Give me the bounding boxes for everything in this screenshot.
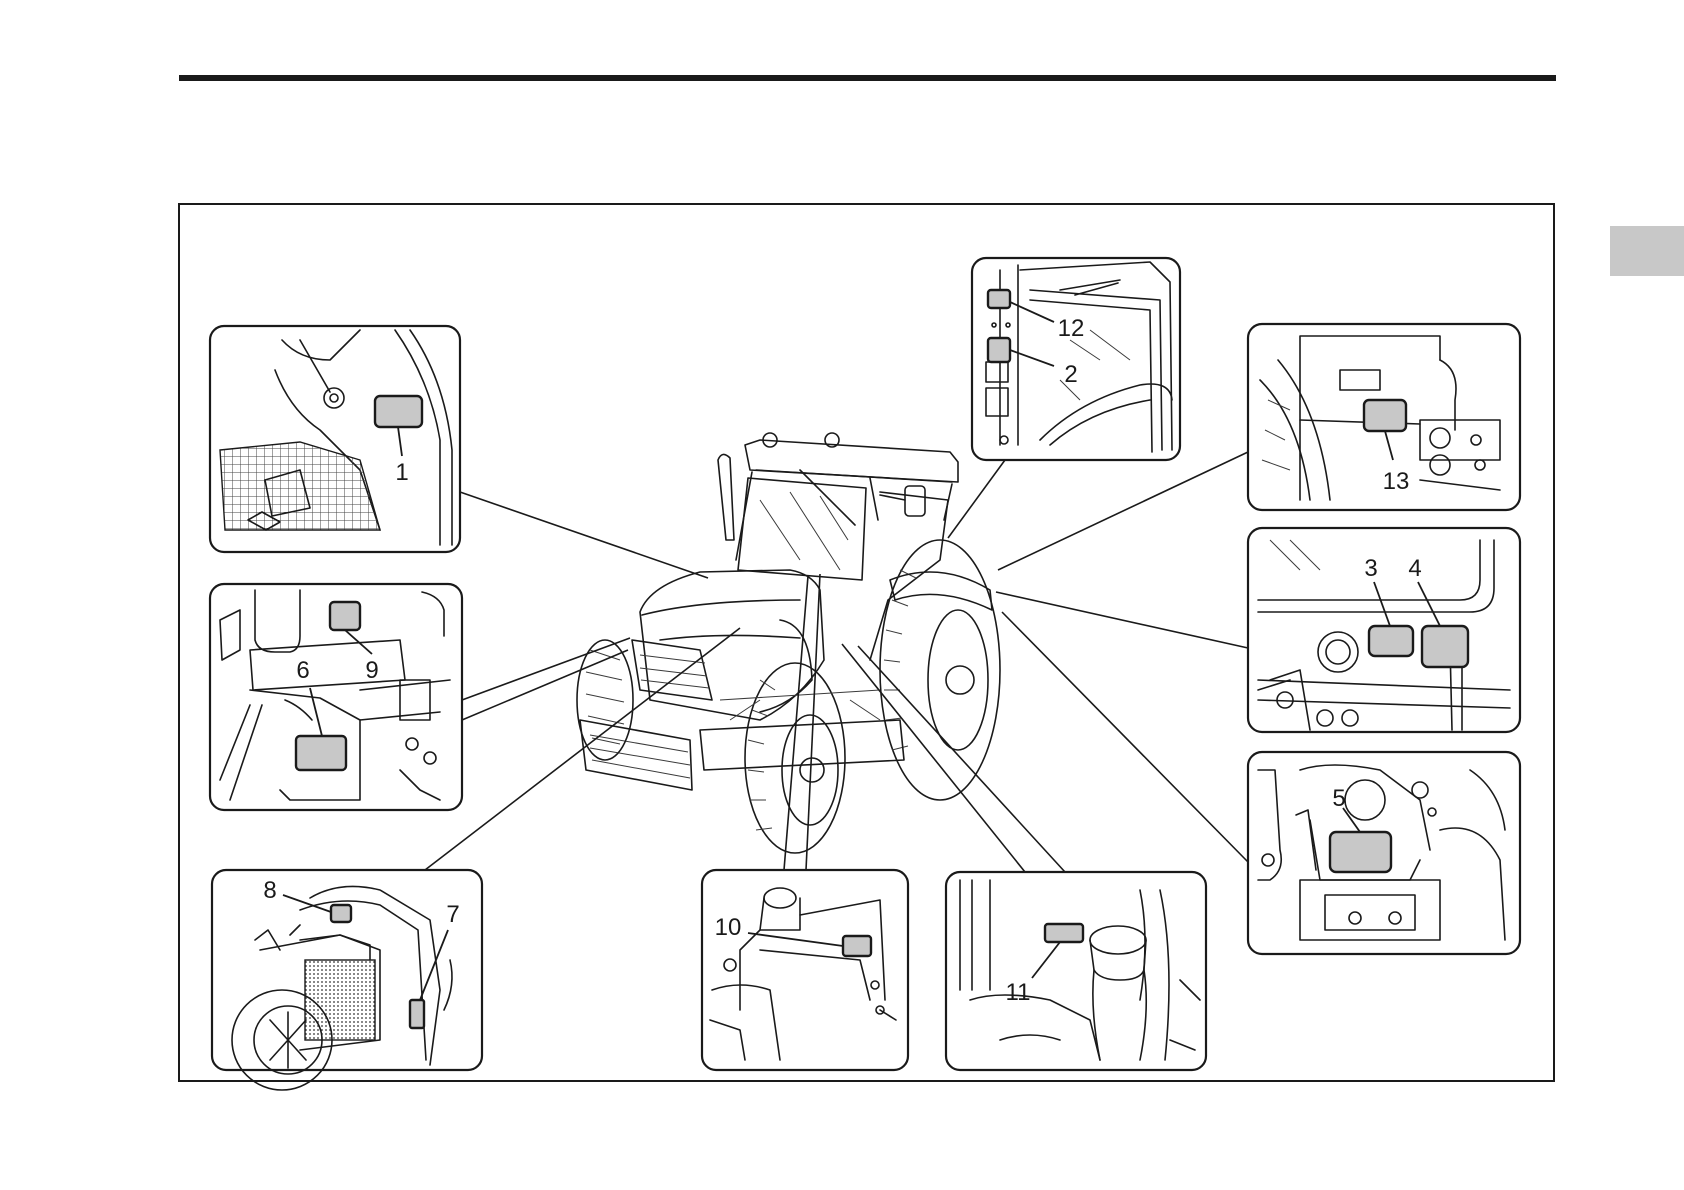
label-10: 10 (715, 914, 742, 941)
decal-11 (1045, 924, 1083, 942)
label-6: 6 (296, 657, 309, 684)
decal-5 (1330, 832, 1391, 872)
inset-panel-1: 1 (210, 326, 460, 552)
label-7: 7 (446, 901, 459, 928)
label-13: 13 (1383, 468, 1410, 495)
label-9: 9 (365, 657, 378, 684)
decal-1 (375, 396, 422, 427)
inset-panel-3-4: 3 4 (1248, 528, 1520, 732)
label-8: 8 (263, 877, 276, 904)
header-rule (179, 75, 1556, 81)
inset-panel-13: 13 (1248, 324, 1520, 510)
decal-12 (988, 290, 1010, 308)
label-4: 4 (1408, 555, 1421, 582)
inset-panel-7-8: 8 7 (212, 870, 482, 1090)
decal-4 (1422, 626, 1468, 667)
decal-7 (410, 1000, 424, 1028)
decal-3 (1369, 626, 1413, 656)
label-1: 1 (395, 459, 408, 486)
decal-13 (1364, 400, 1406, 431)
decal-10 (843, 936, 871, 956)
inset-panel-11: 11 (946, 872, 1206, 1070)
label-11: 11 (1006, 979, 1031, 1006)
decal-2 (988, 338, 1010, 362)
chapter-tab (1610, 226, 1684, 276)
inset-panel-2-12: 12 2 (972, 258, 1180, 460)
label-3: 3 (1364, 555, 1377, 582)
inset-panel-10: 10 (702, 870, 908, 1070)
decal-9 (330, 602, 360, 630)
label-12: 12 (1058, 315, 1085, 342)
label-2: 2 (1064, 361, 1077, 388)
inset-panel-5: 5 (1248, 752, 1520, 954)
decal-6 (296, 736, 346, 770)
decal-8 (331, 905, 351, 922)
label-5: 5 (1332, 785, 1345, 812)
inset-panel-6-9: 9 6 (210, 584, 462, 810)
